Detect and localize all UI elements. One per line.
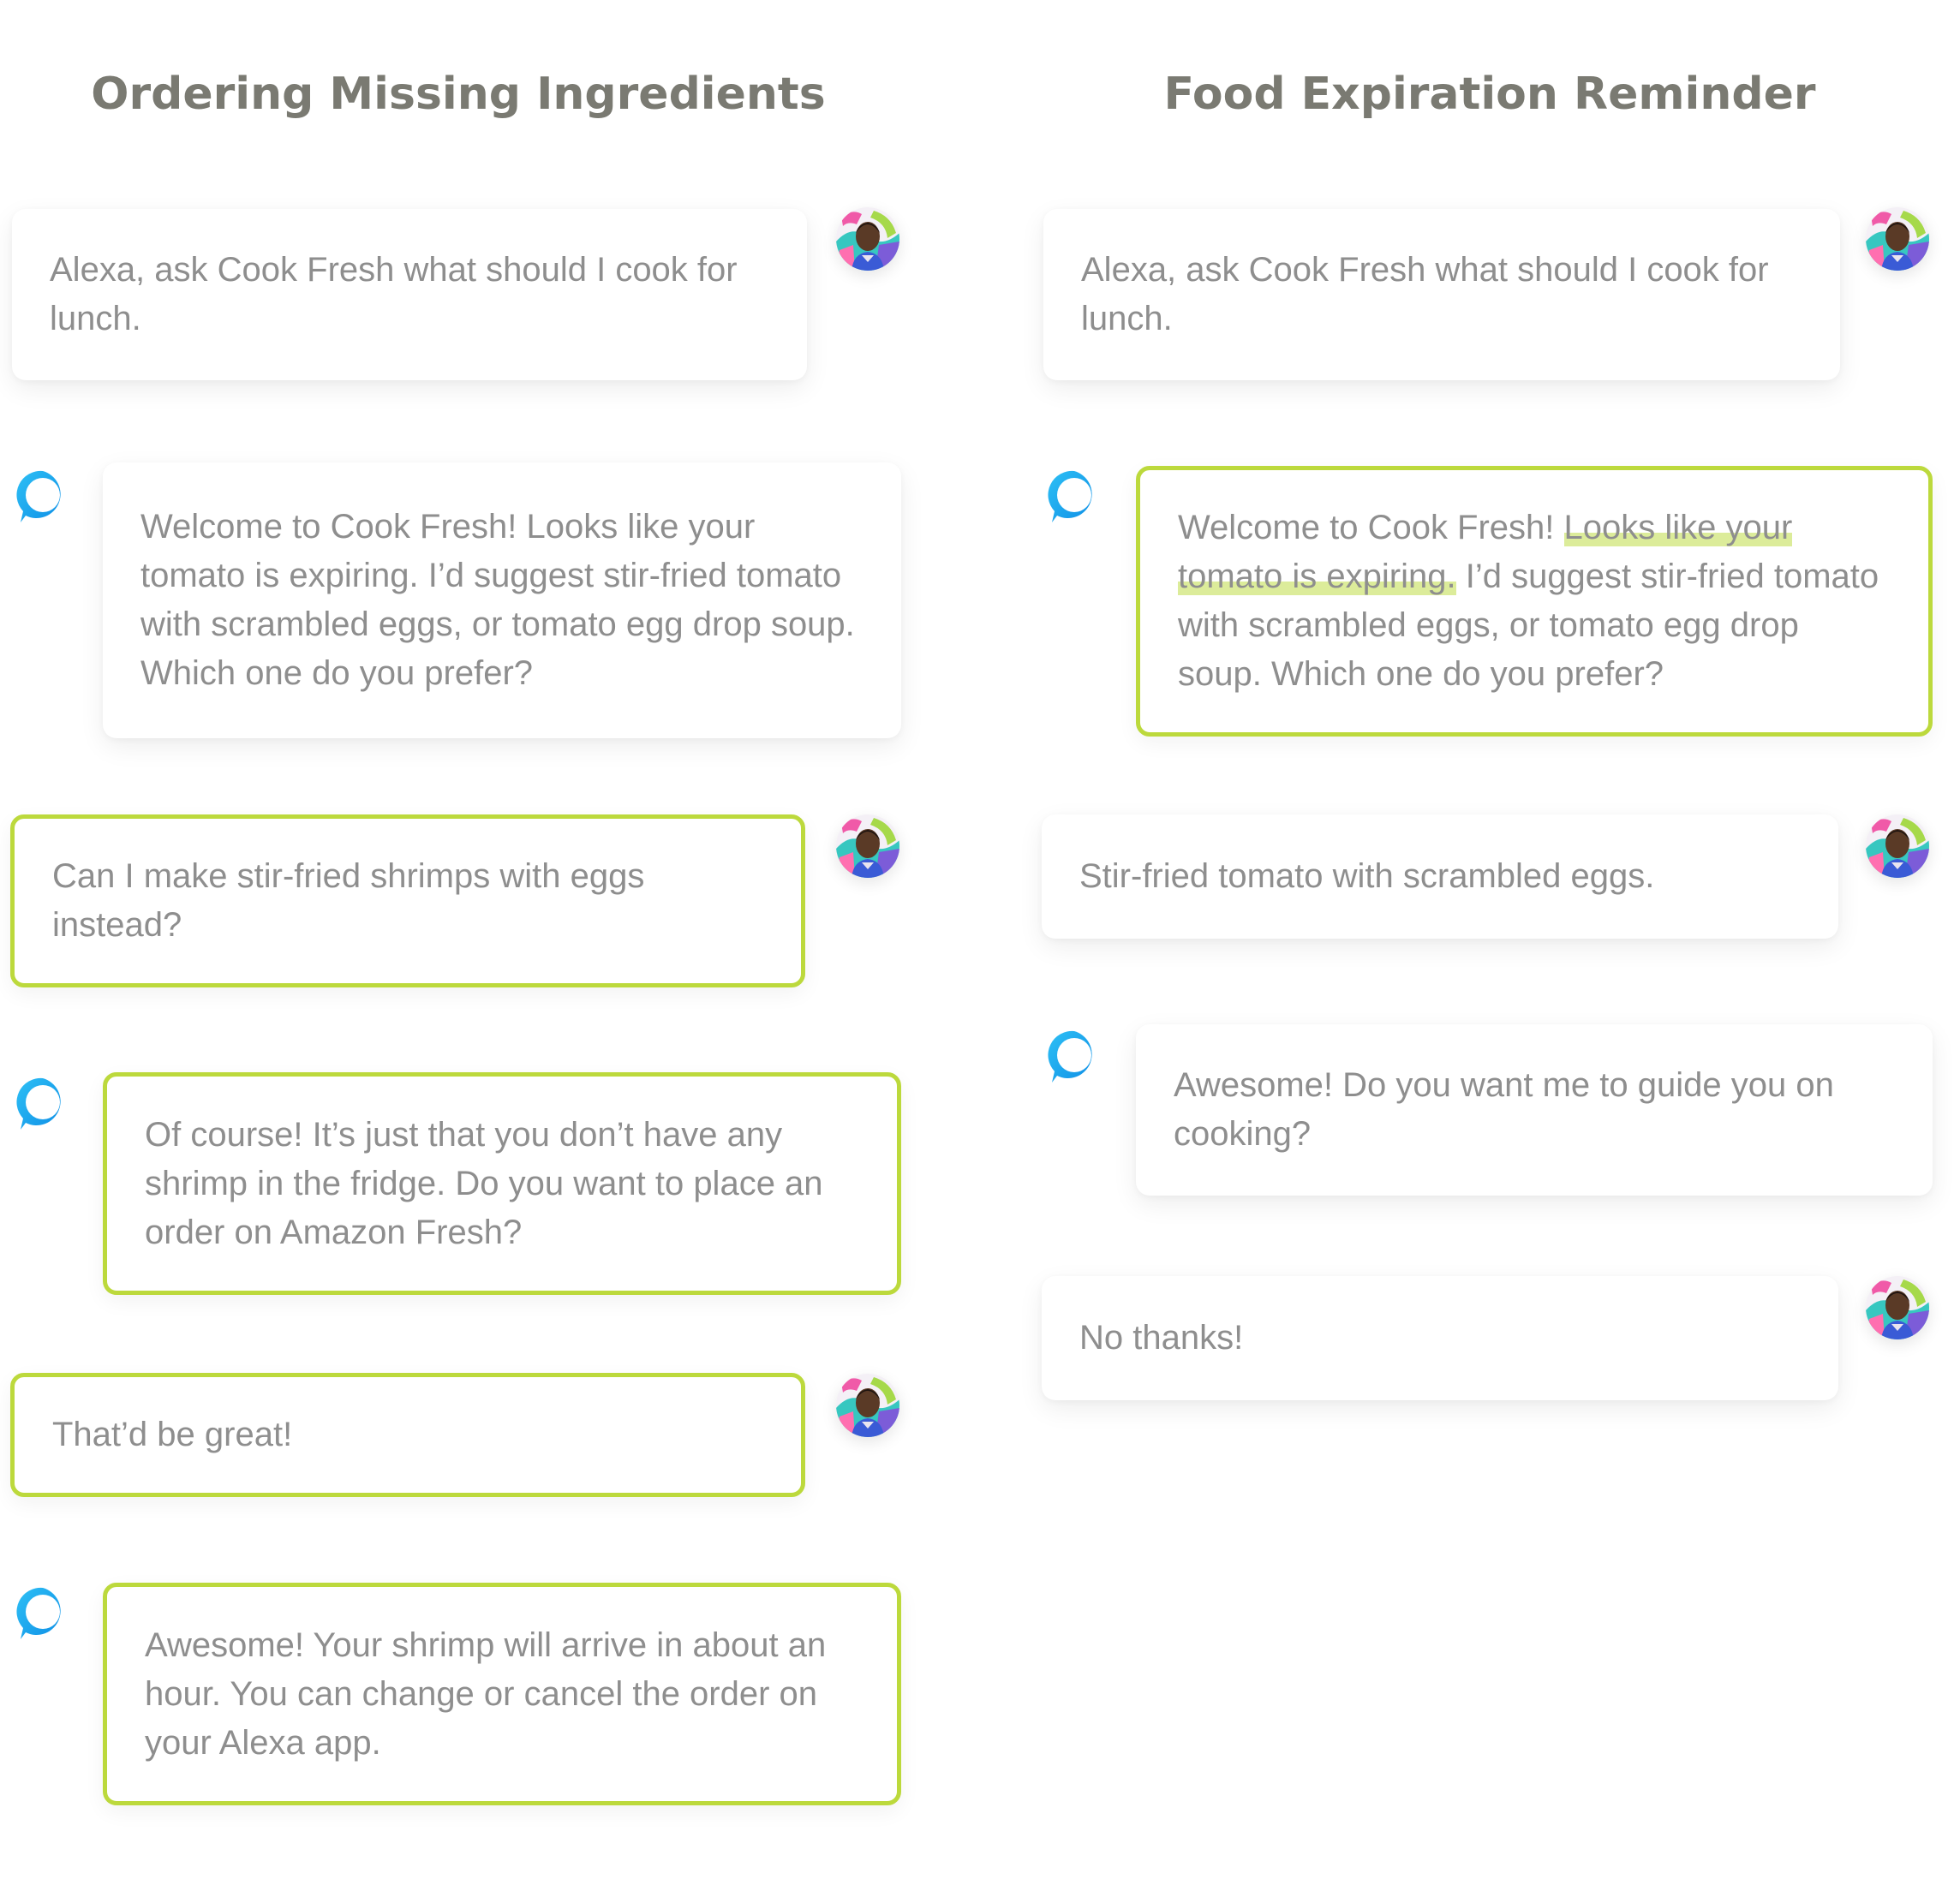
user-message-bubble: Alexa, ask Cook Fresh what should I cook…	[1043, 209, 1840, 380]
user-avatar	[836, 1374, 899, 1437]
message-text: Alexa, ask Cook Fresh what should I cook…	[1081, 251, 1769, 337]
user-avatar-image	[1866, 814, 1929, 878]
message-text: Of course! It’s just that you don’t have…	[145, 1115, 823, 1251]
right-column-title: Food Expiration Reminder	[1163, 69, 1816, 120]
message-text: Stir-fried tomato with scrambled eggs.	[1079, 857, 1655, 895]
alexa-message-bubble: Welcome to Cook Fresh! Looks like your t…	[103, 462, 901, 738]
user-message-bubble: Can I make stir-fried shrimps with eggs …	[10, 814, 805, 987]
message-text: Welcome to Cook Fresh! Looks like your t…	[1178, 504, 1891, 699]
message-text: Can I make stir-fried shrimps with eggs …	[52, 857, 645, 944]
message-text: Alexa, ask Cook Fresh what should I cook…	[50, 251, 738, 337]
user-avatar-image	[836, 207, 899, 271]
user-avatar	[1866, 1276, 1929, 1339]
alexa-ring-icon	[1043, 466, 1105, 528]
user-avatar	[1866, 207, 1929, 271]
alexa-ring-icon	[1043, 1026, 1105, 1088]
user-avatar-image	[1866, 1276, 1929, 1339]
alexa-ring-icon	[12, 1583, 74, 1644]
left-column-title: Ordering Missing Ingredients	[91, 69, 826, 120]
message-text: That’d be great!	[52, 1416, 293, 1453]
message-text-after: I’d suggest stir-fried tomato with scram…	[1178, 558, 1879, 693]
user-avatar-image	[836, 814, 899, 878]
message-text: Awesome! Do you want me to guide you on …	[1174, 1066, 1834, 1153]
user-message-bubble: That’d be great!	[10, 1373, 805, 1497]
alexa-ring-icon	[12, 1073, 74, 1135]
alexa-message-bubble: Awesome! Your shrimp will arrive in abou…	[103, 1583, 901, 1805]
alexa-message-bubble: Awesome! Do you want me to guide you on …	[1136, 1024, 1933, 1196]
message-text-before: Welcome to Cook Fresh!	[1178, 509, 1564, 546]
alexa-message-bubble: Welcome to Cook Fresh! Looks like your t…	[1136, 466, 1933, 737]
message-text: Awesome! Your shrimp will arrive in abou…	[145, 1626, 827, 1762]
message-text: Welcome to Cook Fresh! Looks like your t…	[140, 508, 855, 692]
user-avatar-image	[836, 1374, 899, 1437]
user-message-bubble: Alexa, ask Cook Fresh what should I cook…	[12, 209, 807, 380]
user-avatar	[836, 207, 899, 271]
message-text: No thanks!	[1079, 1319, 1244, 1357]
user-avatar-image	[1866, 207, 1929, 271]
user-avatar	[1866, 814, 1929, 878]
user-message-bubble: Stir-fried tomato with scrambled eggs.	[1042, 814, 1838, 939]
user-avatar	[836, 814, 899, 878]
user-message-bubble: No thanks!	[1042, 1276, 1838, 1400]
alexa-ring-icon	[12, 466, 74, 528]
alexa-message-bubble: Of course! It’s just that you don’t have…	[103, 1072, 901, 1295]
